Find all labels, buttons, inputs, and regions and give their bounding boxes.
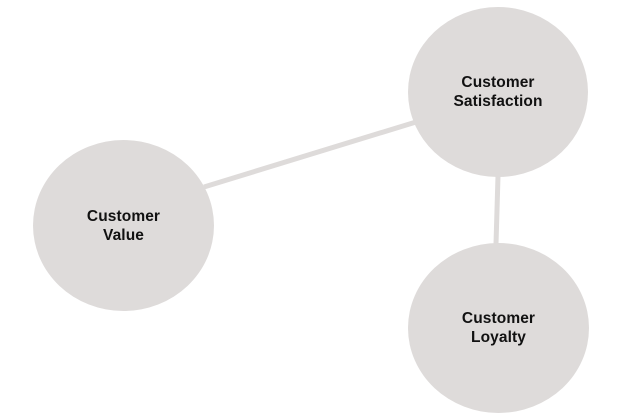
node-label: Customer Loyalty	[462, 309, 535, 347]
node-customer-loyalty: Customer Loyalty	[408, 243, 589, 413]
node-label: Customer Satisfaction	[453, 73, 542, 111]
node-label-line1: Customer	[461, 310, 536, 327]
node-label-line2: Loyalty	[471, 329, 526, 346]
node-label-line1: Customer	[461, 74, 535, 91]
node-customer-value: Customer Value	[33, 140, 214, 311]
connector-value-to-satisfaction	[203, 119, 417, 190]
node-label: Customer Value	[87, 207, 160, 245]
node-customer-satisfaction: Customer Satisfaction	[408, 7, 588, 177]
connector-satisfaction-to-loyalty	[493, 175, 501, 245]
node-label-line2: Satisfaction	[453, 93, 543, 110]
node-label-line1: Customer	[86, 207, 161, 225]
node-label-line2: Value	[103, 226, 144, 244]
